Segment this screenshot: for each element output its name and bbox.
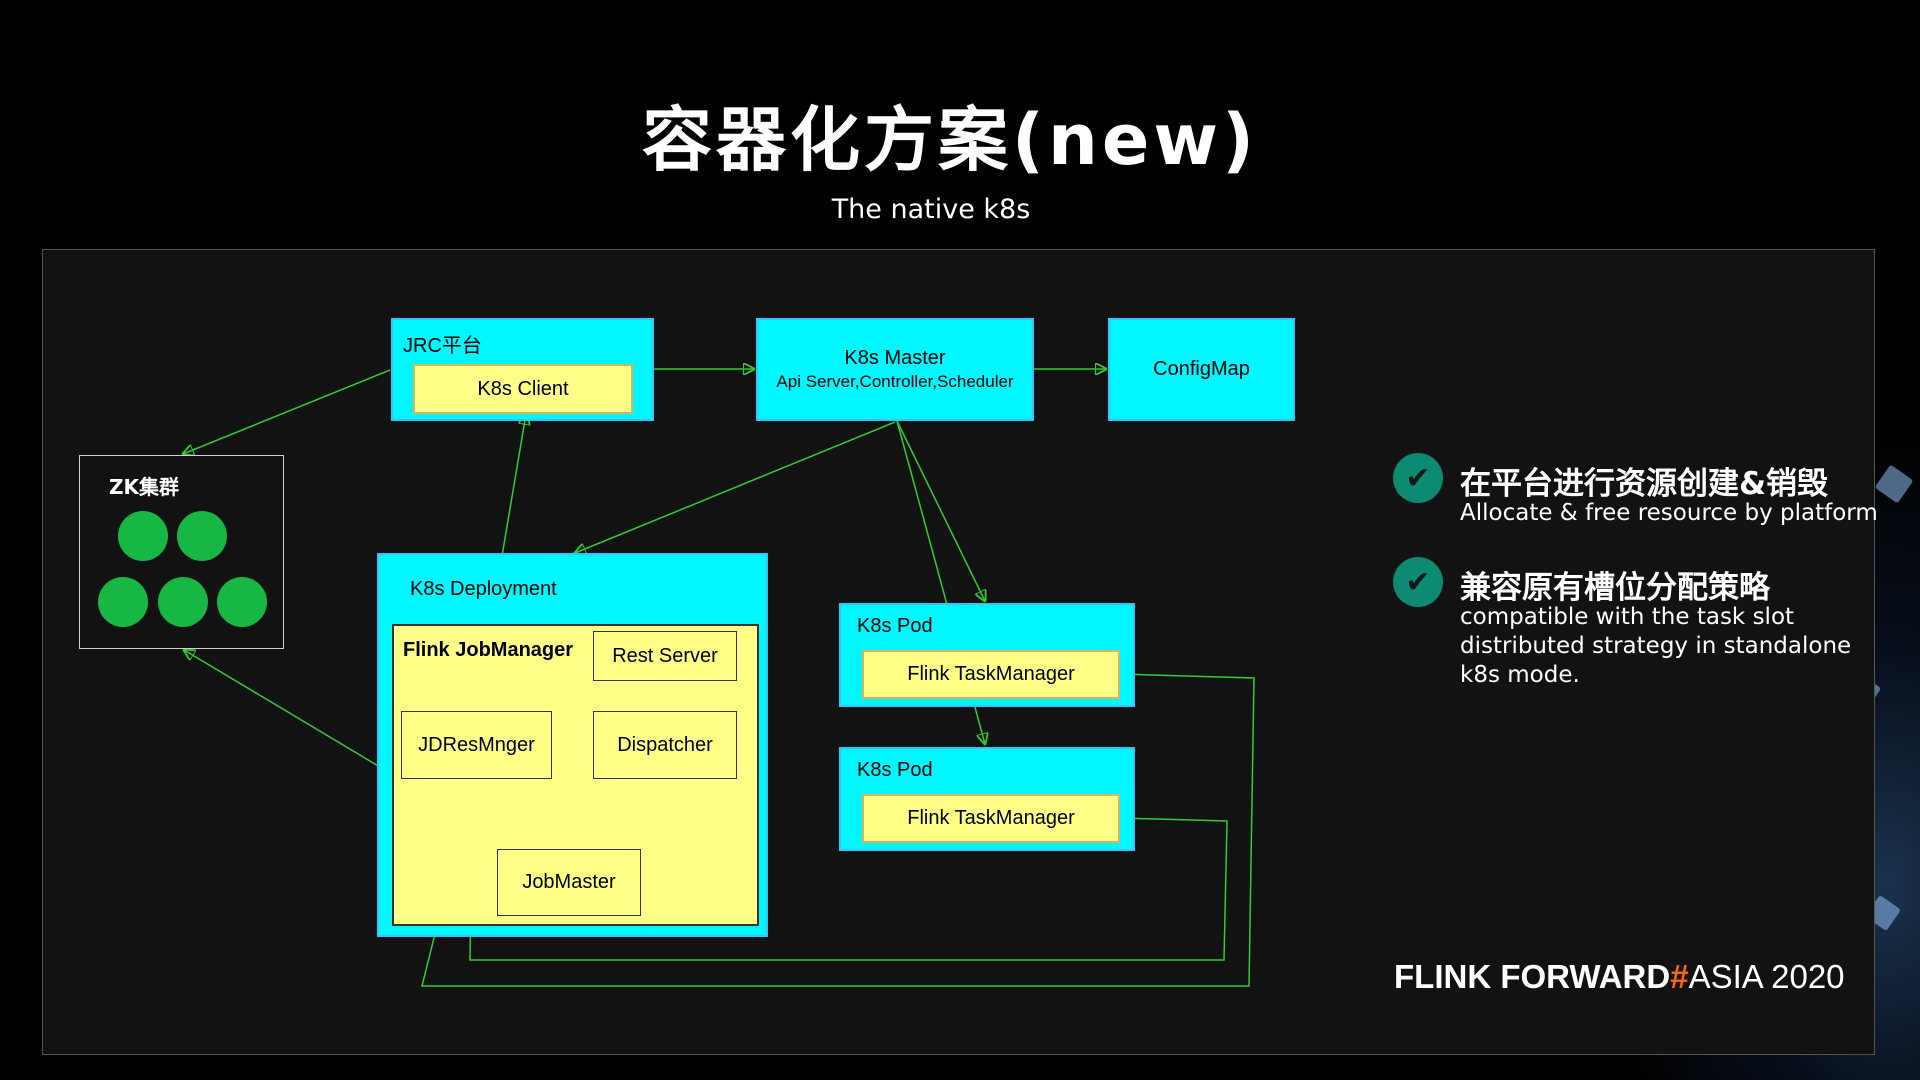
k8s-pod-box: K8s Pod Flink TaskManager (839, 747, 1135, 851)
check-circle-icon: ✔ (1393, 557, 1443, 607)
logo-hash: # (1670, 958, 1689, 995)
feature-title: 在平台进行资源创建&销毁 (1460, 466, 1829, 502)
k8s-pod-label: K8s Pod (857, 615, 933, 637)
flink-taskmanager-box: Flink TaskManager (862, 650, 1120, 699)
jobmaster-box: JobMaster (497, 849, 641, 916)
rest-server-box: Rest Server (593, 631, 737, 681)
flink-taskmanager-box: Flink TaskManager (862, 794, 1120, 843)
flink-jobmanager-label: Flink JobManager (403, 639, 574, 661)
k8s-master-box: K8s Master Api Server,Controller,Schedul… (756, 318, 1034, 421)
jrc-platform-box: JRC平台 K8s Client (391, 318, 654, 421)
jdresmnger-box: JDResMnger (401, 711, 552, 779)
check-circle-icon: ✔ (1393, 453, 1443, 503)
zk-cluster-label: ZK集群 (109, 475, 179, 499)
jrc-platform-label: JRC平台 (403, 335, 482, 357)
zk-node (118, 511, 168, 561)
page-title: 容器化方案(new) (642, 99, 1258, 181)
flink-forward-logo: FLINK FORWARD#ASIA 2020 (1394, 958, 1845, 996)
k8s-client-box: K8s Client (413, 364, 633, 414)
edge-master-to-pod1 (896, 420, 985, 601)
k8s-pod-label: K8s Pod (857, 759, 933, 781)
zk-node (177, 511, 227, 561)
logo-event: ASIA 2020 (1688, 958, 1845, 995)
k8s-master-components: Api Server,Controller,Scheduler (776, 372, 1014, 391)
k8s-master-label: K8s Master (844, 347, 946, 369)
k8s-pod-box: K8s Pod Flink TaskManager (839, 603, 1135, 707)
feature-text: Allocate & free resource by platform (1460, 500, 1878, 526)
edge-master-to-deployment (575, 421, 896, 553)
edge-deployment-to-zk (184, 650, 391, 774)
feature-text: k8s mode. (1460, 662, 1580, 688)
zk-node (217, 577, 267, 627)
dispatcher-box: Dispatcher (593, 711, 737, 779)
logo-text: FLINK FORWARD (1394, 958, 1671, 995)
feature-title: 兼容原有槽位分配策略 (1460, 570, 1770, 606)
zk-node (158, 577, 208, 627)
feature-text: distributed strategy in standalone (1460, 633, 1852, 659)
configmap-box: ConfigMap (1108, 318, 1295, 421)
k8s-deployment-label: K8s Deployment (410, 578, 557, 600)
page-subtitle: The native k8s (831, 194, 1031, 225)
feature-text: compatible with the task slot (1460, 604, 1795, 630)
edge-jrc-to-zk (183, 369, 391, 454)
zk-cluster-box: ZK集群 (79, 455, 284, 649)
zk-node (98, 577, 148, 627)
